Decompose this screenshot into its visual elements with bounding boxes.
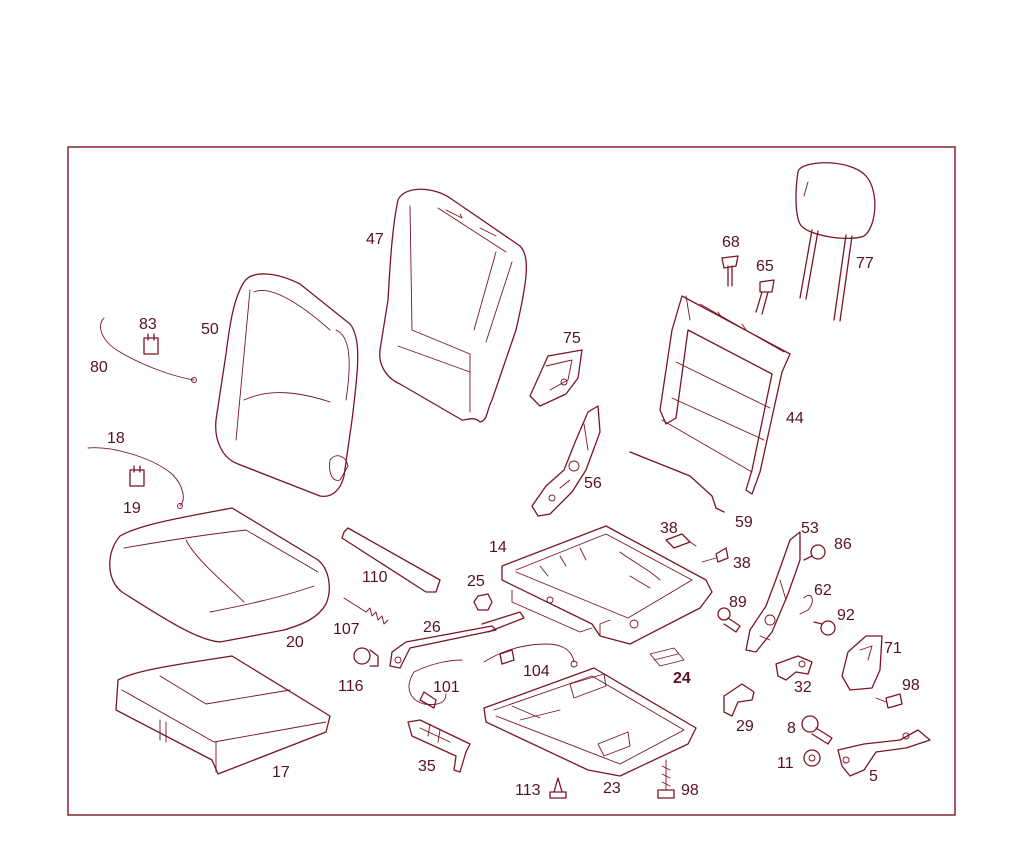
callout-47: 47 [366,231,384,248]
part-clip-83 [143,333,159,355]
part-hinge-53 [745,531,801,653]
callout-77: 77 [856,255,874,272]
callout-18: 18 [107,430,125,447]
part-cable-80 [100,317,197,383]
part-bracket-32 [775,655,813,681]
part-clip-24 [649,647,685,667]
callout-110: 110 [362,569,388,586]
callout-32: 32 [794,679,812,696]
part-release-lever-26 [389,611,525,669]
part-cover-71 [841,635,883,691]
callout-11: 11 [777,755,794,772]
part-screw-113 [549,777,567,799]
callout-50: 50 [201,321,219,338]
part-seat-cushion-cover [109,507,330,643]
part-seat-pan [483,667,697,777]
part-bolt-89 [717,607,741,633]
callout-101: 101 [433,679,460,696]
callout-65: 65 [756,258,774,275]
callout-75: 75 [563,330,581,347]
callout-19: 19 [123,500,141,517]
part-cable-101 [408,659,463,709]
part-bracket-29 [723,683,755,717]
part-nut-11 [803,749,821,767]
callout-35: 35 [418,758,436,775]
part-backrest-cover [379,188,528,423]
callout-59: 59 [735,514,753,531]
callout-5: 5 [869,768,878,785]
part-pin-68 [721,255,739,287]
part-rod-59 [629,451,725,513]
callout-71: 71 [884,640,902,657]
part-knob-116 [353,647,379,667]
part-clip-19 [129,465,145,487]
part-clip-62 [799,594,813,615]
part-seat-frame [501,525,713,645]
callout-56: 56 [584,475,602,492]
part-cable-18 [87,447,184,509]
diagram-frame [67,146,956,816]
part-bolt-38-upper [665,533,697,549]
callout-17: 17 [272,764,290,781]
callout-80: 80 [90,359,108,376]
callout-113: 113 [515,782,541,799]
part-bracket-35 [407,719,471,773]
part-bracket-5 [837,729,931,777]
callout-104: 104 [523,663,550,680]
part-backrest-foam [215,273,359,498]
part-bracket-75 [529,349,583,407]
callout-20: 20 [286,634,304,651]
callout-25: 25 [467,573,485,590]
part-spring-107 [343,597,389,625]
callout-107: 107 [333,621,360,638]
part-backrest-frame [659,295,791,495]
callout-38-upper: 38 [660,520,678,537]
callout-62: 62 [814,582,832,599]
part-recliner-56 [531,405,601,517]
callout-26: 26 [423,619,441,636]
callout-68: 68 [722,234,740,251]
part-trim-110 [341,527,441,593]
part-nut-25 [473,593,493,611]
callout-labels: 47 68 65 77 83 50 80 75 44 18 19 56 59 3… [90,231,920,799]
callout-98-right: 98 [902,677,920,694]
callout-29: 29 [736,718,754,735]
callout-8: 8 [787,720,796,737]
callout-83: 83 [139,316,157,333]
part-headrest [795,162,876,322]
part-pin-65 [755,279,775,315]
part-screw-98-bottom [657,759,675,799]
callout-23: 23 [603,780,621,797]
callout-14: 14 [489,539,507,556]
part-bolt-86 [803,544,826,561]
part-seat-base [115,655,331,775]
callout-44: 44 [786,410,804,427]
part-bolt-38-lower [701,547,729,563]
callout-98-bottom: 98 [681,782,699,799]
part-screw-98-right [875,693,903,709]
part-bolt-92 [813,620,836,636]
callout-92: 92 [837,607,855,624]
callout-24: 24 [673,670,691,687]
callout-89: 89 [729,594,747,611]
callout-53: 53 [801,520,819,537]
callout-86: 86 [834,536,852,553]
callout-116: 116 [338,678,364,695]
part-bolt-8 [801,715,833,745]
part-cable-104 [483,643,578,668]
callout-38-lower: 38 [733,555,751,572]
